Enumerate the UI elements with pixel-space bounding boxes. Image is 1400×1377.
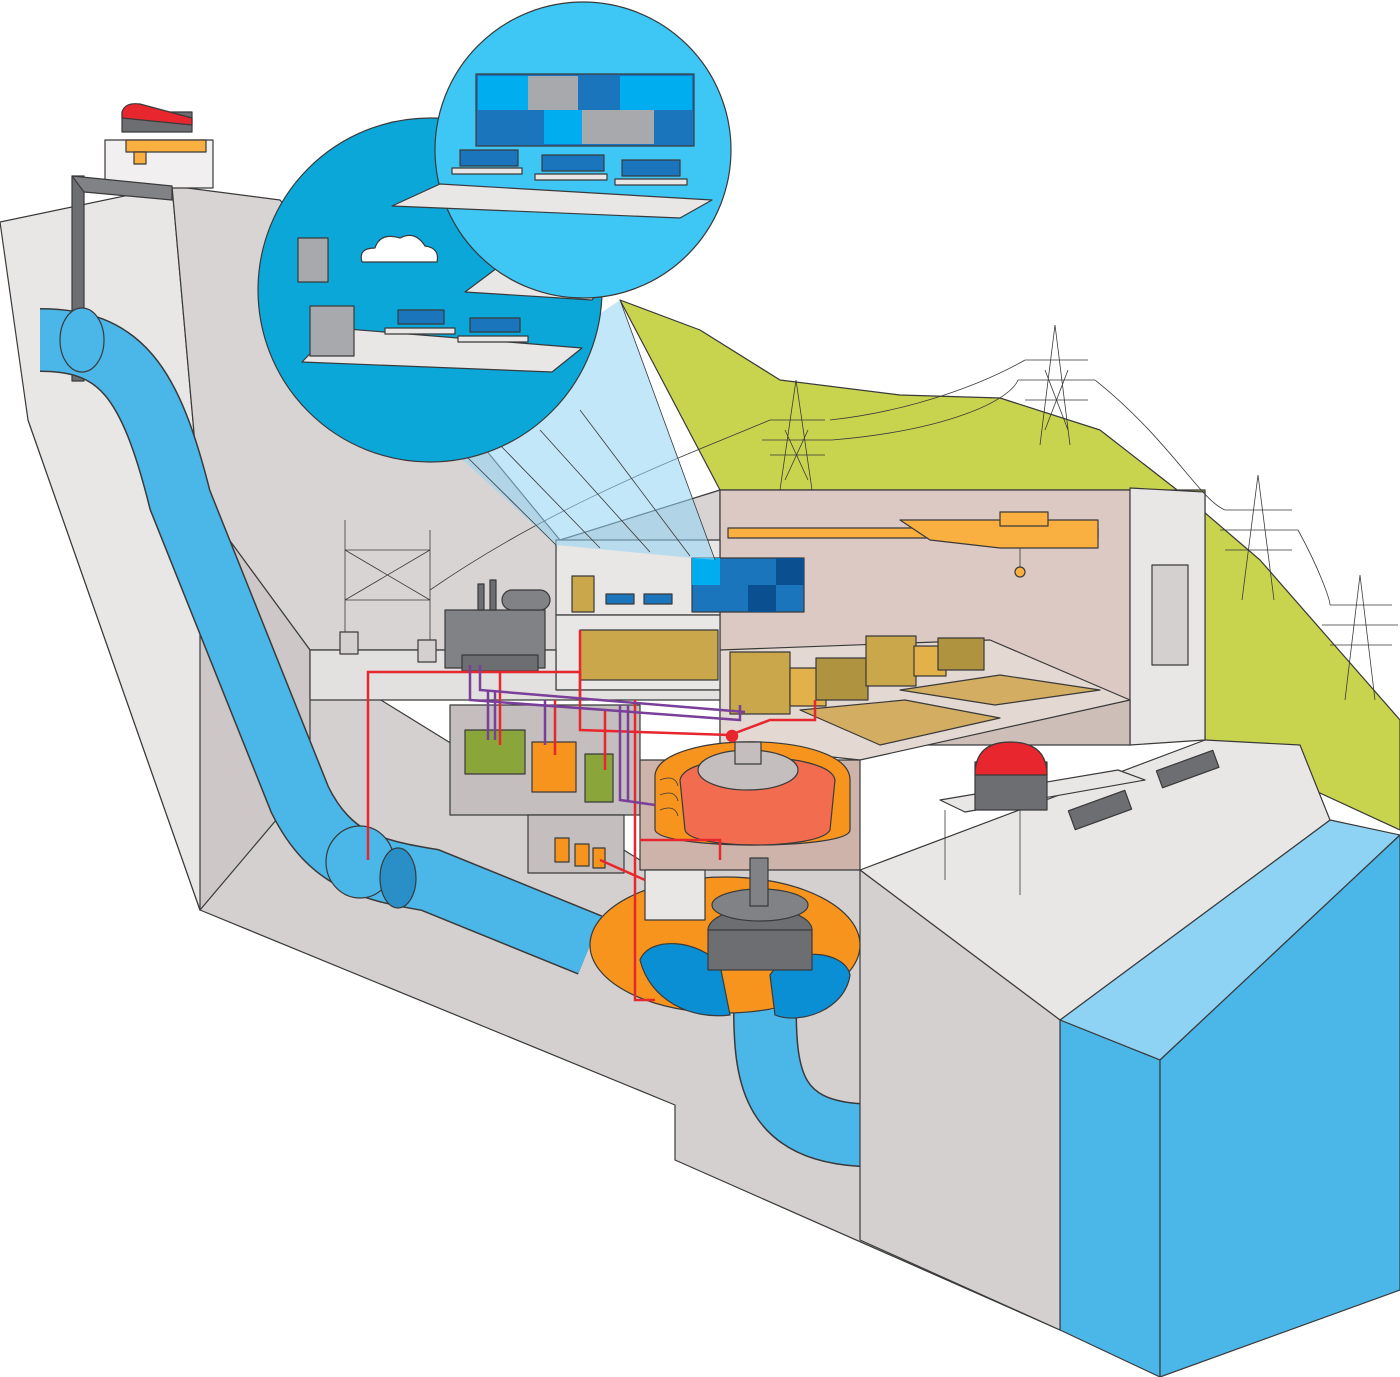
video-wall-icon-part (544, 110, 582, 144)
control-desks-part (614, 178, 688, 186)
substation-part (344, 520, 431, 640)
power-cables-part (725, 729, 739, 743)
power-cables-part (578, 630, 731, 737)
control-desks-part (643, 593, 673, 605)
power-cables-part (498, 672, 607, 770)
control-desks (451, 149, 688, 186)
control-cables-part (478, 665, 746, 714)
power-cables-part (633, 700, 722, 1002)
tailrace-gantry (939, 741, 1220, 895)
tailrace-gantry-part (974, 741, 1048, 776)
control-desks-part (459, 149, 519, 167)
oil-drums-part (554, 837, 570, 863)
transformer-icon-part (489, 579, 497, 611)
power-pylon-icon-part (1018, 324, 1095, 446)
tailrace-gantry-part (1067, 789, 1133, 831)
switchgear-row-part (579, 629, 719, 681)
power-cables (366, 630, 817, 1002)
dam-crane-house-part (125, 139, 207, 153)
gantry-crane-icon-part (899, 519, 1099, 549)
penstock-inlet (59, 307, 105, 373)
substation-part (339, 631, 359, 655)
power-cables-part (599, 700, 817, 882)
workstations-part (384, 327, 456, 335)
excitation-cabinets (729, 635, 985, 715)
workstations (384, 309, 529, 343)
hydropower-plant-illustration-part (734, 1009, 1061, 1171)
hydropower-plant-illustration-part (776, 558, 804, 585)
floor-hatch (899, 674, 1101, 706)
transformer-icon-part (461, 654, 539, 672)
transformer-icon (444, 579, 551, 672)
workstations-part (397, 309, 445, 325)
turbine-shaft (749, 857, 769, 907)
video-wall-icon-part (582, 110, 654, 144)
video-wall-icon-part (528, 76, 578, 110)
control-desks (605, 593, 673, 605)
generator-icon-part (734, 741, 762, 765)
control-desks-part (451, 167, 523, 175)
dam-crane-house (104, 103, 214, 189)
excitation-cabinets-part (815, 657, 869, 701)
governor (644, 869, 706, 921)
power-pylon-icon-part (762, 379, 832, 491)
tailwater-side (1159, 834, 1400, 1377)
cabinet-icon (571, 575, 595, 613)
control-cables-part (486, 690, 656, 807)
video-wall-icon-part (620, 76, 692, 110)
video-wall-icon-part (654, 110, 692, 144)
excitation-cabinets-part (729, 651, 791, 715)
switchgear-row (579, 629, 719, 681)
control-desks-part (621, 159, 681, 177)
gantry-crane-icon (727, 511, 1099, 578)
server-icon (297, 237, 329, 283)
battery-cabinets (464, 729, 526, 775)
video-wall-icon (475, 73, 695, 147)
gate-beam (71, 175, 173, 201)
oil-drums-part (592, 847, 606, 869)
penstock-joint (379, 847, 417, 909)
oil-drums-part (574, 843, 590, 867)
substation (309, 520, 721, 701)
server-rack (309, 305, 355, 357)
floor-hatch (799, 699, 1001, 746)
power-pylon-icon-part (1220, 474, 1298, 601)
video-wall-icon-part (578, 76, 620, 110)
oil-drums (554, 837, 606, 869)
control-desks-part (534, 173, 608, 181)
substation-part (417, 639, 437, 663)
tailrace-gantry-part (1155, 749, 1220, 789)
cloud-icon (360, 234, 439, 263)
power-pylon-icon-part (1322, 574, 1398, 701)
gantry-crane-icon-part (999, 511, 1049, 527)
dam-crane-house-part (133, 151, 147, 165)
excitation-cabinets-part (937, 637, 985, 671)
callout-beam-lines-part (459, 299, 716, 561)
dam-crane-house-part (121, 103, 193, 126)
control-cabinet (584, 753, 614, 803)
transformer-icon-part (501, 589, 551, 611)
terrace-front (859, 869, 1061, 1331)
control-desks-part (605, 593, 635, 605)
transformer-icon-part (477, 583, 485, 611)
video-wall-icon-part (478, 110, 544, 144)
hydropower-plant-illustration-part (748, 585, 776, 612)
workstations-part (457, 335, 529, 343)
control-desks-part (541, 154, 605, 172)
control-room-floor (391, 183, 713, 219)
hydropower-plant-illustration-part (707, 929, 813, 971)
hydropower-plant-illustration-part (692, 558, 720, 585)
workstations-part (469, 317, 521, 333)
substation-part (309, 649, 721, 701)
tailwater-front (1059, 1019, 1161, 1377)
gantry-crane-icon-part (1014, 566, 1026, 578)
generator-icon-part (659, 777, 679, 817)
excitation-cabinets-part (865, 635, 917, 687)
video-wall-icon-part (478, 76, 528, 110)
generator-icon (654, 741, 851, 846)
vent-louver (1151, 564, 1189, 666)
callout-beam-lines (459, 299, 716, 561)
control-cables (468, 665, 746, 807)
server-icon-part (297, 237, 329, 283)
